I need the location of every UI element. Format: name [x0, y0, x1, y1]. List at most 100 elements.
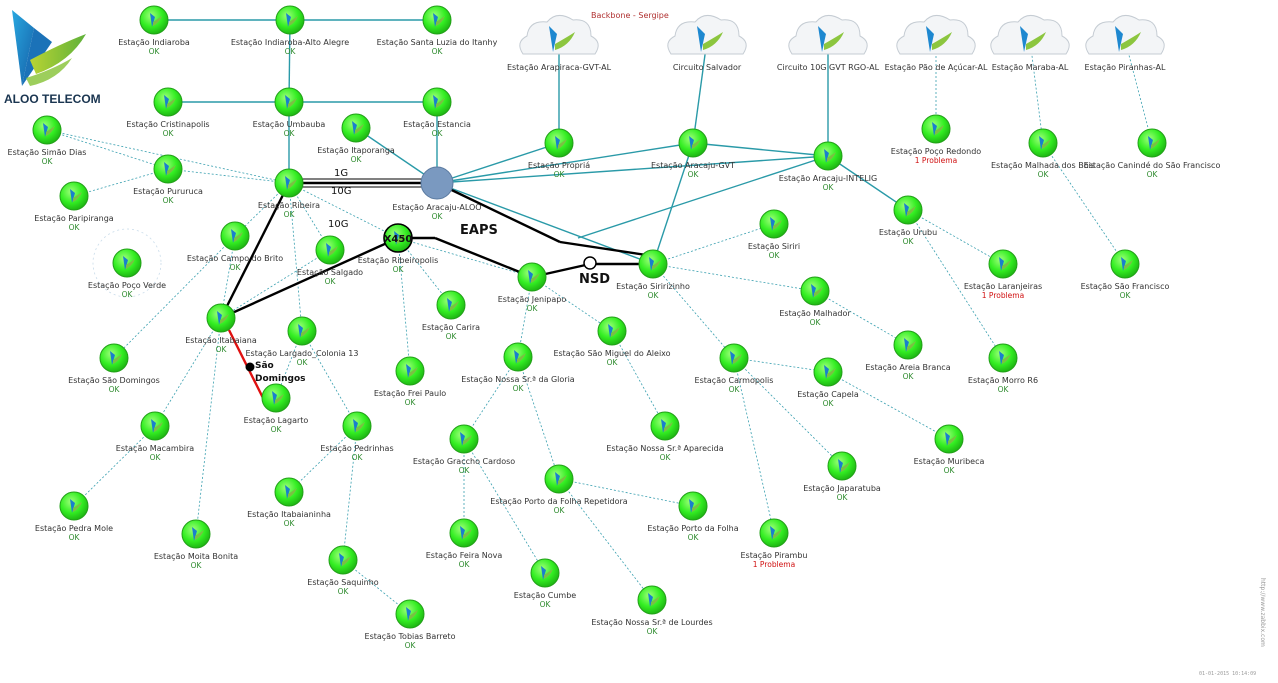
cloud-c_maraba[interactable]: Estação Maraba-AL — [990, 15, 1070, 72]
link-dashed — [46, 129, 169, 170]
station-label: Estação Siririzinho — [616, 282, 690, 291]
cloud-c_salvador[interactable]: Circuito Salvador — [667, 15, 747, 72]
station-label: Estação Saquinho — [307, 578, 378, 587]
cloud-c_10g[interactable]: Circuito 10G GVT RGO-AL — [777, 15, 880, 72]
aloo-logo — [12, 10, 86, 86]
link-dashed — [907, 209, 1004, 265]
link-dashed — [1029, 39, 1044, 144]
hub-status: OK — [432, 212, 444, 221]
link-dashed — [463, 356, 519, 440]
station-status: OK — [944, 466, 956, 475]
station-status: OK — [297, 358, 309, 367]
station-label: Estação Urubu — [879, 228, 937, 237]
station-status: OK — [648, 291, 660, 300]
link-ring — [92, 228, 162, 298]
link-label-l10g_b: 10G — [328, 219, 348, 230]
station-label: Estação Macambira — [116, 444, 194, 453]
cloud-c_pao_acucar[interactable]: Estação Pão de Açúcar-AL — [885, 15, 988, 72]
station-label: Estação Nossa Sr.ª Aparecida — [606, 444, 723, 453]
hub-icon[interactable] — [420, 166, 454, 200]
station-status: OK — [122, 290, 134, 299]
station-label: Estação Graccho Cardoso — [413, 457, 515, 466]
link-teal — [436, 142, 560, 184]
station-label: Estação Morro R6 — [968, 376, 1038, 385]
link-dashed — [1042, 142, 1126, 265]
cloud-c_arapiraca[interactable]: Estação Arapiraca-GVT-AL — [507, 15, 612, 72]
link-backbone — [436, 181, 561, 244]
station-label: Estação Cumbe — [514, 591, 577, 600]
station-label: Estação Simão Dias — [8, 148, 87, 157]
station-status: OK — [823, 399, 835, 408]
station-label: Estação Indiaroba — [118, 38, 190, 47]
station-label: Estação Capela — [797, 390, 859, 399]
station-status: OK — [42, 157, 54, 166]
station-label: Estação Indiaroba-Alto Alegre — [231, 38, 349, 47]
cloud-c_piranhas[interactable]: Estação Piranhas-AL — [1085, 15, 1166, 72]
link-dashed — [558, 478, 653, 601]
station-status: 1 Problema — [915, 156, 957, 165]
station-label: Estação Canindé do São Francisco — [1084, 160, 1221, 170]
station-status: OK — [432, 47, 444, 56]
station-label: Estação Carira — [422, 323, 480, 332]
